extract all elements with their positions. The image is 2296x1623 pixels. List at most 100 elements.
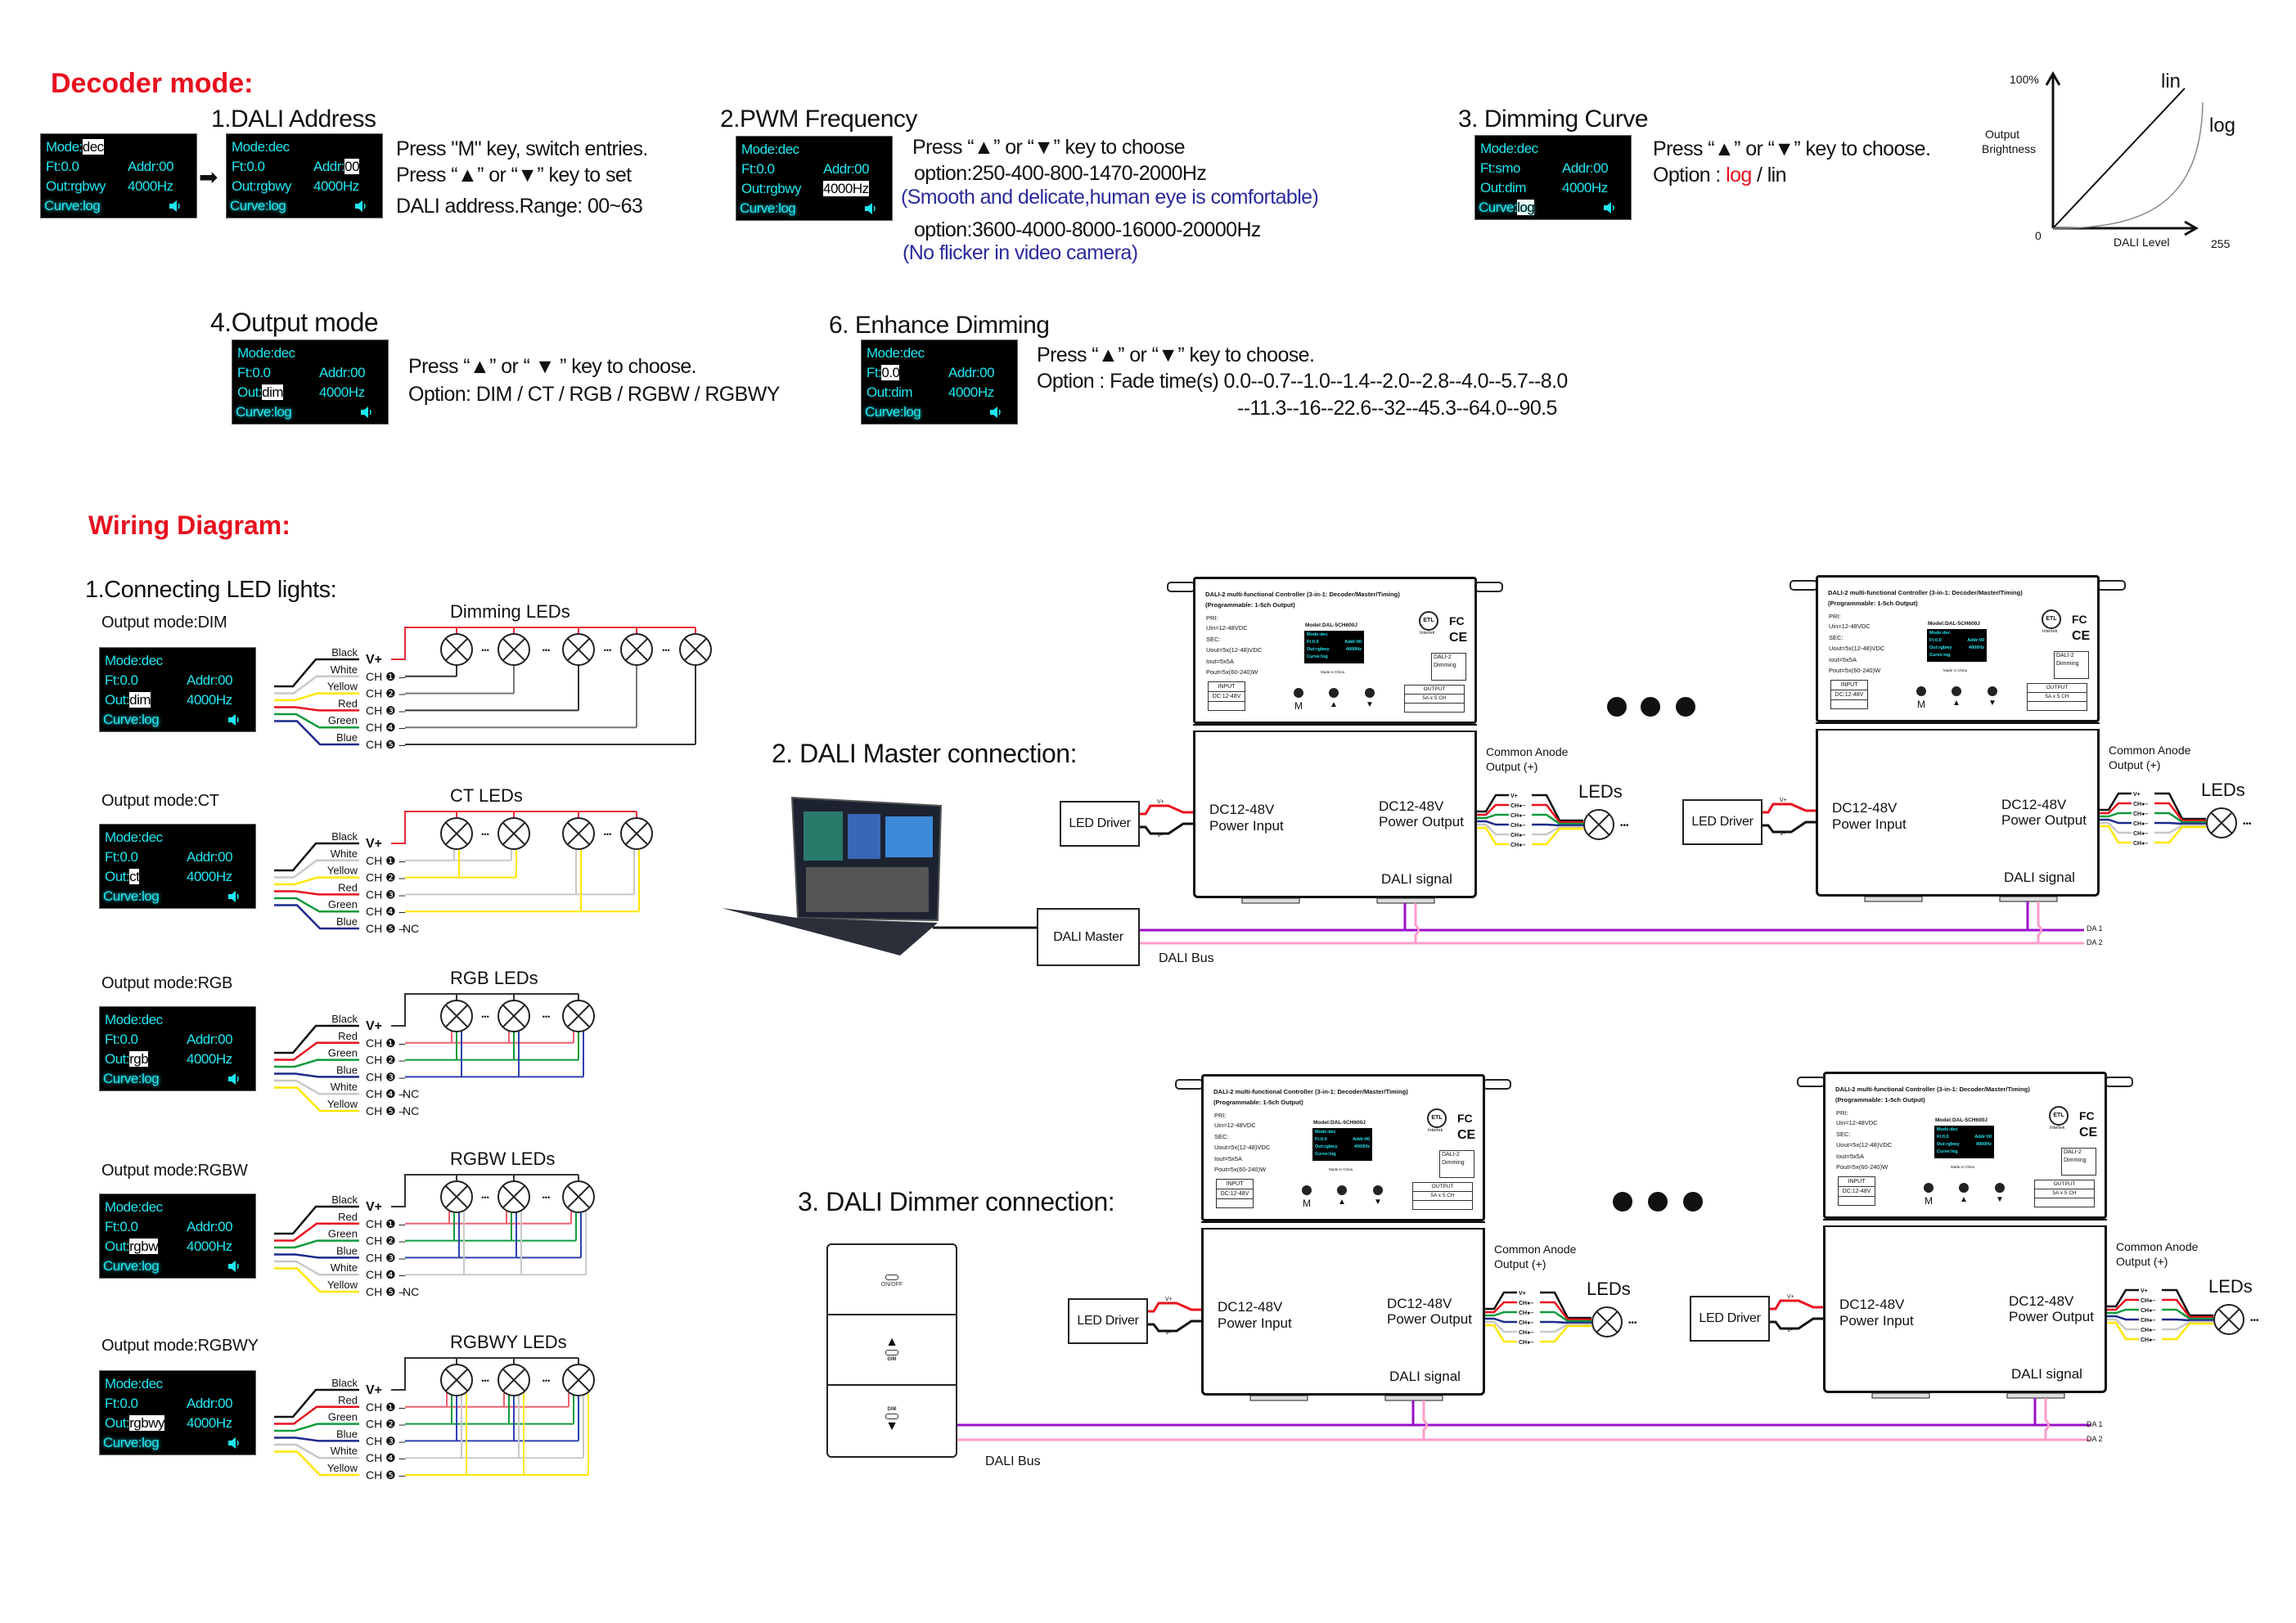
dimming-label: Dimming — [2056, 661, 2079, 667]
graph-y-label-2: Brightness — [1982, 142, 2037, 155]
output-mode-label: Output mode:DIM — [101, 614, 227, 632]
input-wire-vminus — [1138, 822, 1193, 835]
bottom-tab — [1864, 896, 1923, 902]
controller-divider — [1823, 1219, 2107, 1227]
led-cross — [502, 1185, 526, 1209]
controller-title: DALI-2 multi-functional Controller (3-in… — [1213, 1088, 1408, 1095]
curve-value: log — [142, 1071, 160, 1086]
ft-label: Ft: — [46, 159, 61, 174]
controller-button-m[interactable] — [1924, 1183, 1934, 1193]
controller-button-up[interactable] — [1329, 688, 1339, 698]
input-wire-vplus — [1146, 1302, 1201, 1313]
mode-label: Mode: — [232, 139, 268, 155]
led-slot-icon — [885, 1414, 898, 1419]
out-label: Out: — [105, 1415, 130, 1431]
controller-button-m[interactable] — [1916, 686, 1926, 696]
controller-button-m[interactable] — [1302, 1185, 1312, 1195]
out-value: rgbwy — [256, 178, 291, 194]
led-driver-label: LED Driver — [1699, 1311, 1761, 1325]
controller-button-down[interactable] — [1365, 688, 1375, 698]
wire-label: Blue — [336, 1063, 358, 1076]
led-driver-label: LED Driver — [1069, 816, 1131, 830]
led-wire — [1532, 827, 1583, 846]
controller-button-down[interactable] — [1995, 1183, 2005, 1193]
addr-value: 00 — [218, 1032, 233, 1047]
controller-button-up[interactable] — [1959, 1183, 1969, 1193]
controller-button-up[interactable] — [1952, 686, 1961, 696]
wire-label: Black — [331, 1013, 358, 1025]
led-wire — [2154, 825, 2206, 844]
terminal-ch: CH ❷ – — [366, 1234, 406, 1248]
mount-ear-right — [1474, 582, 1503, 592]
terminal-ch: CH ❶ – — [366, 854, 406, 867]
common-anode-output-label: Output (+) — [2116, 1255, 2168, 1268]
power-input-voltage: DC12-48V — [1209, 802, 1275, 817]
controller-button-down[interactable] — [1988, 686, 1997, 696]
terminal-ch: CH ❸ – — [366, 704, 406, 717]
laptop-screen-panel — [848, 814, 880, 859]
addr-value: 00 — [979, 365, 995, 380]
out-value: rgbwy — [70, 178, 106, 194]
controller-button-down[interactable] — [1373, 1185, 1383, 1195]
wire-white — [274, 1260, 359, 1276]
laptop-screen-panel — [804, 812, 843, 861]
led-wire — [2154, 821, 2206, 825]
output-terminal-label: CH●– — [1510, 843, 1525, 848]
dim-down-label: DIM — [887, 1407, 897, 1412]
terminal-vplus: V+ — [366, 1019, 382, 1033]
controller-subtitle: (Programmable: 1-5ch Output) — [1835, 1096, 1925, 1104]
led-cross — [624, 821, 649, 846]
da1-label: DA 1 — [2087, 924, 2103, 933]
controller-button-m[interactable] — [1294, 688, 1303, 698]
mini-screen-text: Ft:0.0 — [1315, 1137, 1327, 1142]
out-label: Out: — [237, 384, 263, 400]
controller-subtitle: (Programmable: 1-5ch Output) — [1213, 1099, 1303, 1106]
dali2-label: DALI-2 — [2064, 1149, 2082, 1155]
out-label: Out: — [105, 869, 130, 884]
mount-ear-left — [1790, 580, 1818, 591]
graph-y-label-1: Output — [1985, 128, 2020, 141]
output-terminal-label: V+ — [1510, 794, 1518, 799]
common-anode-label: Common Anode — [1494, 1243, 1577, 1256]
button-label: ▼ — [1996, 1195, 2004, 1204]
frequency-value: 4000Hz — [187, 1051, 232, 1067]
output-terminal-label: CH●– — [2141, 1328, 2155, 1333]
dali-signal-label: DALI signal — [2004, 870, 2075, 885]
output-rating-label: 5A x 5 CH — [2028, 693, 2087, 702]
controller-button-up[interactable] — [1337, 1185, 1347, 1195]
curve-value: log — [142, 1435, 160, 1450]
ft-label: Ft: — [1480, 160, 1496, 176]
out-value: rgbwy — [766, 181, 801, 196]
wire-label: Black — [331, 830, 358, 843]
led-wire — [2162, 1320, 2213, 1331]
addr-label: Addr: — [187, 1396, 218, 1411]
addr-value: 00 — [218, 1219, 233, 1234]
led-cross — [1587, 813, 1610, 836]
intertek-label: Intertek — [1420, 631, 1435, 636]
speaker-icon — [989, 406, 1001, 423]
input-voltage-label: DC:12-48V — [1839, 1187, 1875, 1197]
curve-label: Curve: — [103, 712, 142, 727]
output-wire — [1485, 1301, 1517, 1314]
wire-label: Black — [331, 646, 358, 659]
output-rating-label: 5A x 5 CH — [2035, 1189, 2094, 1198]
power-input-voltage: DC12-48V — [1218, 1299, 1283, 1315]
out-value: rgb — [129, 1051, 149, 1067]
wire-label: Red — [338, 1211, 358, 1223]
power-input-label: Power Input — [1209, 818, 1284, 834]
wire-blue — [274, 904, 359, 930]
ellipsis: ••• — [481, 1194, 488, 1202]
input-voltage-label: DC:12-48V — [1217, 1189, 1253, 1199]
led-wire — [1540, 1324, 1591, 1343]
dali-address-title: 1.DALI Address — [211, 106, 376, 133]
power-output-label: Power Output — [2009, 1309, 2094, 1324]
graph-x-label: DALI Level — [2114, 236, 2170, 249]
output-wire — [2107, 1315, 2139, 1321]
vminus-label: V- — [1165, 1330, 1171, 1336]
out-value: ct — [129, 869, 140, 884]
